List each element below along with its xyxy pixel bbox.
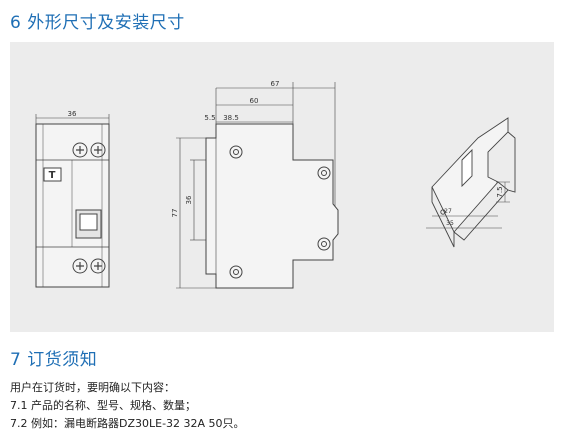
drawing-panel: 36 T 67 60 5.5 38.5 77 36 7.5 27 35: [10, 42, 554, 332]
dim-36-label: 36: [185, 195, 193, 204]
section-7-heading: 7 订货须知: [10, 350, 98, 370]
side-view: [176, 82, 339, 289]
rail-7-5-label: 7.5: [496, 186, 504, 197]
dim-60-label: 60: [250, 97, 259, 105]
logo-mark: T: [49, 170, 56, 181]
dim-5-5-label: 5.5: [204, 114, 215, 122]
dim-77-label: 77: [171, 209, 179, 218]
rail-27-label: 27: [444, 208, 452, 215]
section-6-heading: 6 外形尺寸及安装尺寸: [10, 13, 185, 33]
order-line-1: 用户在订货时，要明确以下内容：: [10, 381, 175, 394]
order-line-2: 7.1 产品的名称、型号、规格、数量；: [10, 399, 196, 412]
front-view: [35, 114, 110, 288]
rail-35-label: 35: [446, 220, 454, 227]
din-rail: [426, 117, 516, 248]
dimension-drawing: 36 T 67 60 5.5 38.5 77 36 7.5 27 35: [35, 80, 516, 289]
dim-67-label: 67: [271, 80, 280, 88]
order-line-3: 7.2 例如：漏电断路器DZ30LE-32 32A 50只。: [10, 417, 245, 430]
front-width-label: 36: [68, 110, 77, 118]
dim-38-5-label: 38.5: [223, 114, 239, 122]
